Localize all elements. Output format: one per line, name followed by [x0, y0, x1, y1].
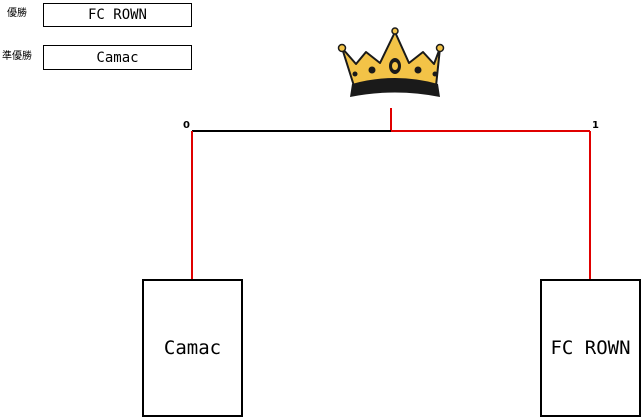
right-score: 1 [592, 120, 599, 131]
team-box-left: Camac [142, 279, 243, 417]
champion-team-box: FC ROWN [43, 3, 192, 27]
runner-up-label: 準優勝 [2, 51, 32, 62]
left-score: 0 [183, 120, 190, 131]
crown-icon [337, 27, 445, 97]
team-box-right: FC ROWN [540, 279, 641, 417]
runner-up-team-box: Camac [43, 45, 192, 70]
champion-label: 優勝 [7, 8, 27, 19]
